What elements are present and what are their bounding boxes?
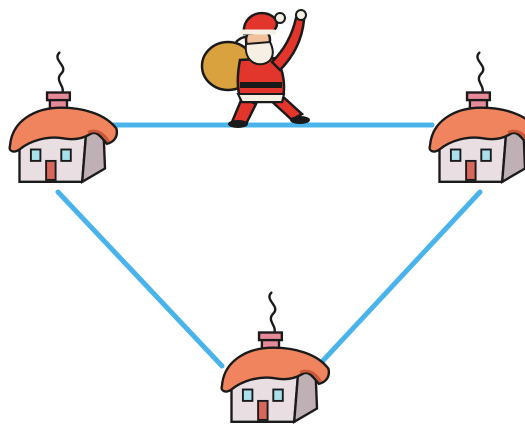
house-left-icon (8, 51, 119, 184)
santa-claus-icon (200, 9, 310, 128)
edge-left (55, 189, 225, 369)
house-bottom-icon (220, 291, 331, 424)
house-right-icon (428, 51, 525, 184)
edge-right (315, 189, 483, 369)
